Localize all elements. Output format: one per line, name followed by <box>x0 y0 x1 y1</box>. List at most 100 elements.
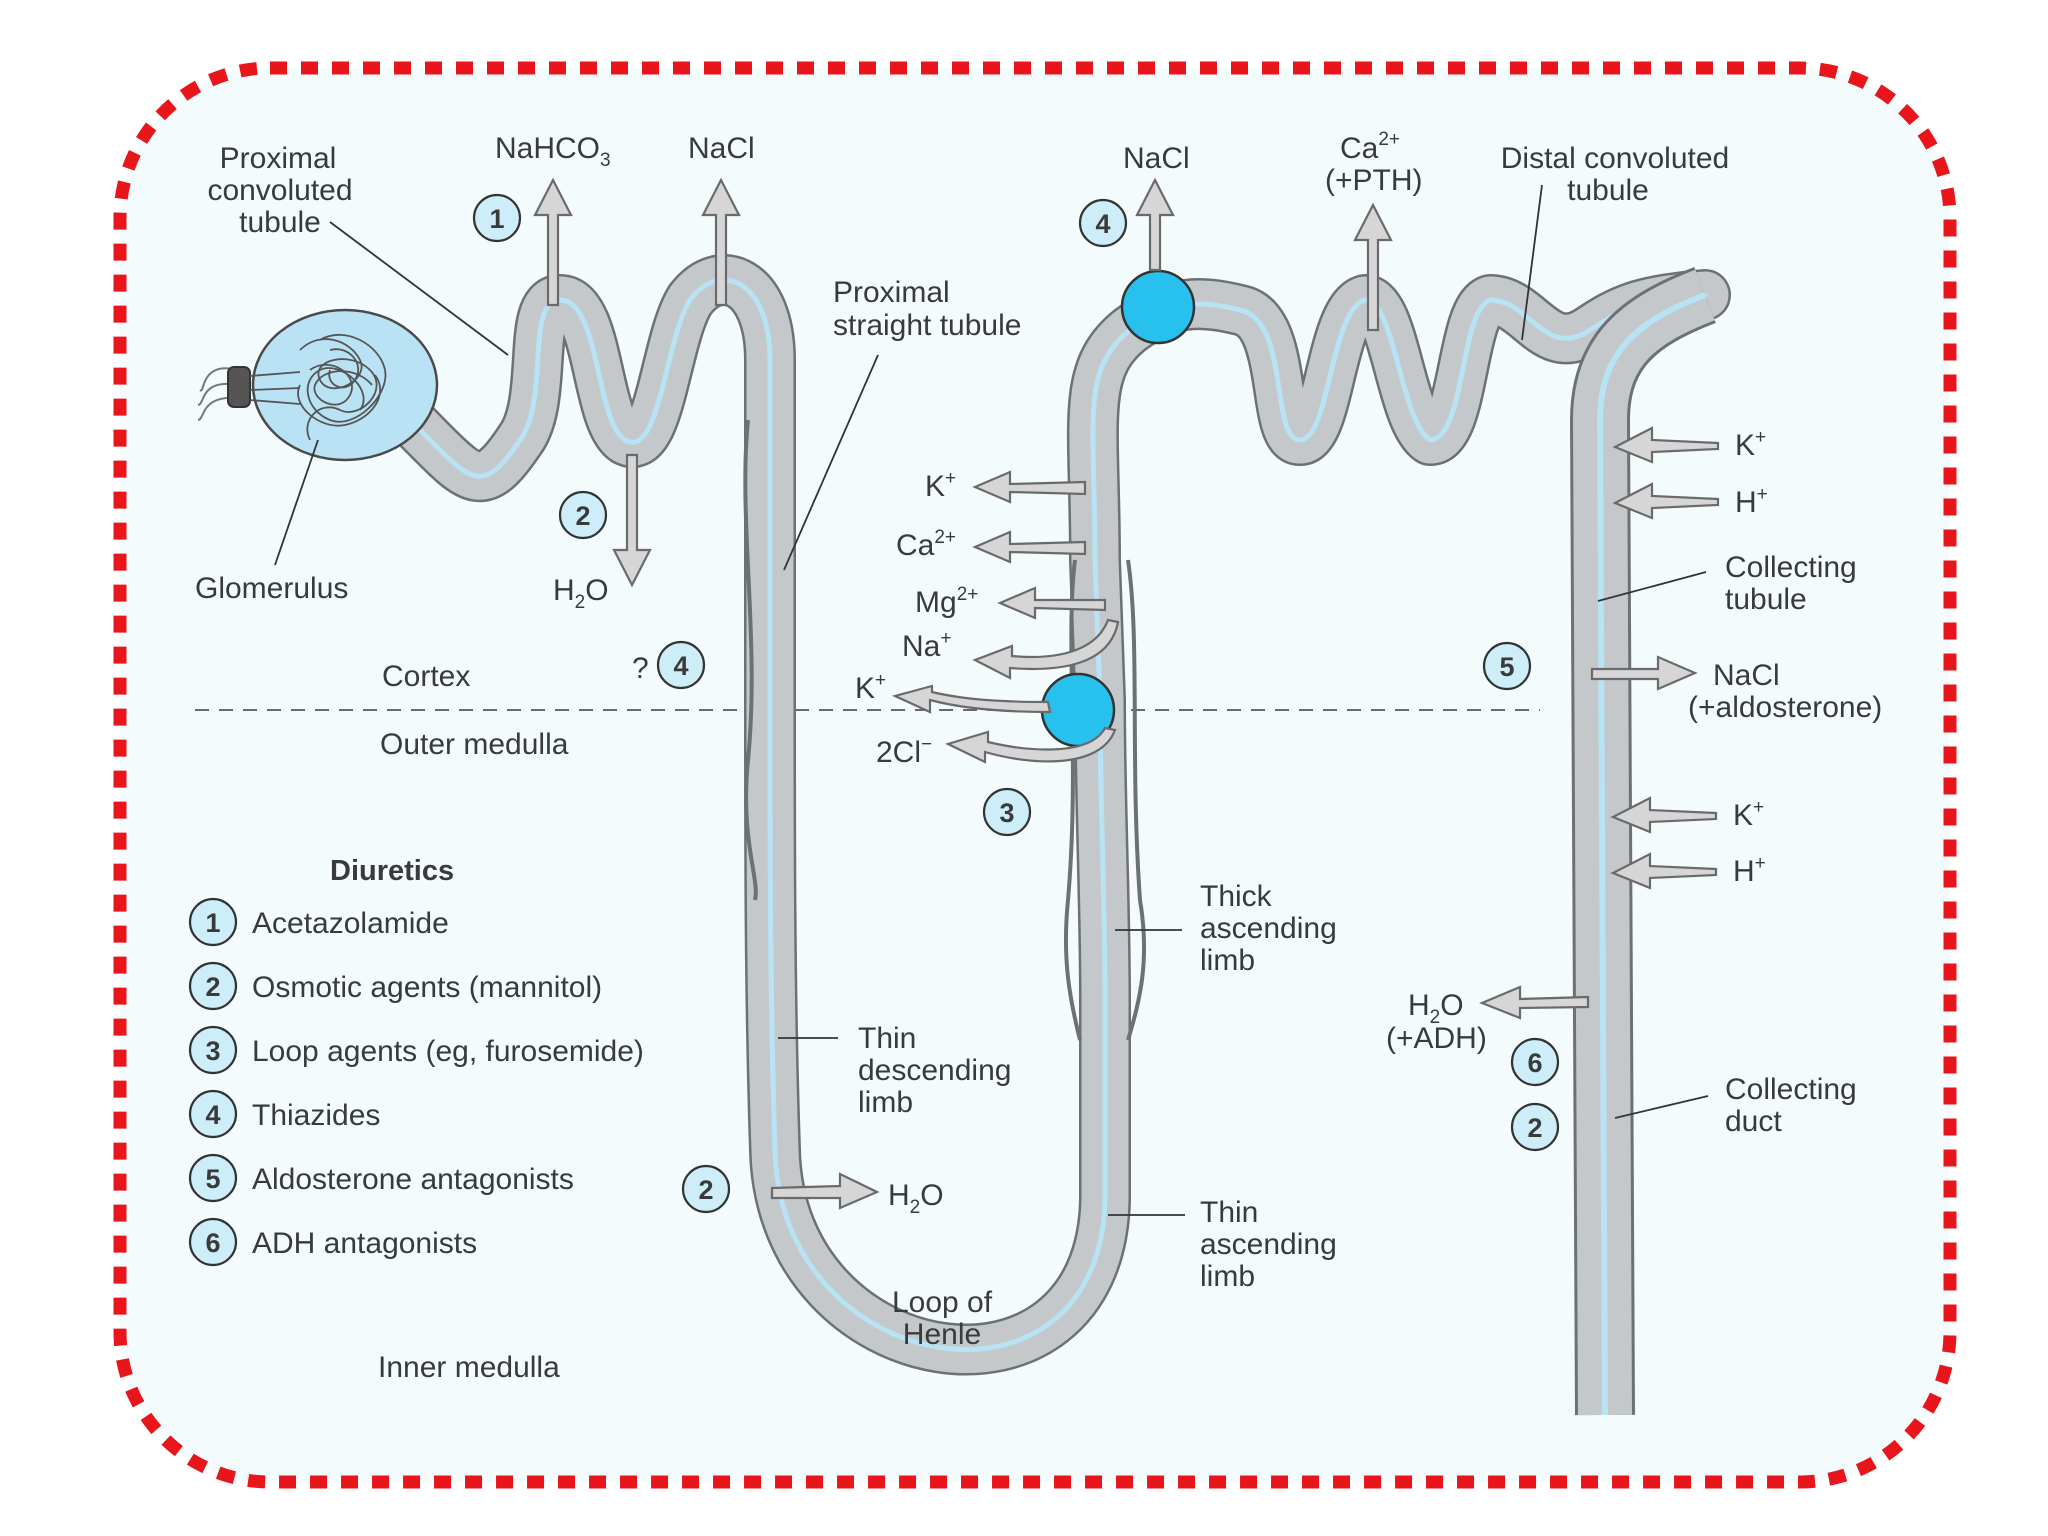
label-thick-ascending-limb: Thick ascending limb <box>1200 880 1337 977</box>
svg-text:straight tubule: straight tubule <box>833 309 1021 342</box>
arrow-h-collect1 <box>1612 482 1720 520</box>
svg-text:1: 1 <box>489 204 504 234</box>
arrow-ca-up <box>1353 202 1393 332</box>
leader-collecting-duct <box>1614 1095 1709 1119</box>
leader-dct <box>1521 184 1543 341</box>
badge-dct-4: 4 <box>1078 198 1128 248</box>
label-k-cotransport: K+ <box>855 670 886 705</box>
label-nacl-top-mid: NaCl <box>1123 142 1190 175</box>
label-h-collect2: H+ <box>1733 853 1766 888</box>
arrow-k-collect1 <box>1612 426 1720 464</box>
label-inner-medulla: Inner medulla <box>378 1351 560 1384</box>
label-nacl-top-left: NaCl <box>688 132 755 165</box>
label-na-cotransport: Na+ <box>902 628 951 663</box>
arrow-nacl-up-left <box>701 177 741 307</box>
badge-tal-3: 3 <box>982 787 1032 837</box>
arrow-nahco3-up <box>533 177 573 307</box>
svg-text:tubule: tubule <box>239 206 321 239</box>
badge-loop-2: 2 <box>681 1164 731 1214</box>
arrow-cl-curved <box>944 726 1117 764</box>
arrow-nacl-aldo-right <box>1590 655 1698 691</box>
svg-text:Thick: Thick <box>1200 880 1273 913</box>
diuretics-legend: Diuretics 1 Acetazolamide 2 Osmotic agen… <box>188 855 644 1267</box>
svg-text:Osmotic agents (mannitol): Osmotic agents (mannitol) <box>252 971 602 1004</box>
svg-text:Collecting: Collecting <box>1725 1073 1857 1106</box>
arrow-h-collect2 <box>1610 852 1718 890</box>
badge-cortex-4: 4 <box>656 640 706 690</box>
legend-item: 4 Thiazides <box>188 1089 380 1139</box>
arrow-h2o-loop-right <box>770 1172 880 1210</box>
label-cl-cotransport: 2Cl− <box>876 734 932 769</box>
label-proximal-straight-tubule: Proximal straight tubule <box>833 276 1021 342</box>
svg-text:2: 2 <box>698 1175 713 1205</box>
svg-text:6: 6 <box>1527 1048 1542 1078</box>
svg-text:(+aldosterone): (+aldosterone) <box>1688 691 1882 724</box>
svg-text:ascending: ascending <box>1200 912 1337 945</box>
svg-text:Collecting: Collecting <box>1725 551 1857 584</box>
svg-text:5: 5 <box>1499 652 1514 682</box>
label-nacl-aldosterone: NaCl (+aldosterone) <box>1688 659 1882 724</box>
svg-text:Loop agents (eg, furosemide): Loop agents (eg, furosemide) <box>252 1035 644 1068</box>
svg-text:Distal convoluted: Distal convoluted <box>1501 142 1729 175</box>
svg-text:5: 5 <box>205 1164 220 1194</box>
label-h-collect1: H+ <box>1735 484 1768 519</box>
svg-text:limb: limb <box>1200 1260 1255 1293</box>
label-nahco3: NaHCO3 <box>495 132 611 171</box>
leader-glomerulus <box>274 439 319 566</box>
badge-ct-5: 5 <box>1482 641 1532 691</box>
svg-text:limb: limb <box>858 1086 913 1119</box>
badge-pct-2: 2 <box>558 490 608 540</box>
svg-text:ADH antagonists: ADH antagonists <box>252 1227 477 1260</box>
svg-text:duct: duct <box>1725 1105 1782 1138</box>
svg-text:Proximal: Proximal <box>220 142 337 175</box>
label-question-mark: ? <box>632 652 649 685</box>
tubule-thickening <box>743 419 1147 1041</box>
collecting-duct-tube <box>1569 267 1717 1416</box>
label-thin-ascending-limb: Thin ascending limb <box>1200 1196 1337 1293</box>
svg-text:3: 3 <box>205 1036 220 1066</box>
svg-text:Henle: Henle <box>903 1318 981 1351</box>
svg-text:Thin: Thin <box>1200 1196 1258 1229</box>
svg-text:2: 2 <box>1527 1113 1542 1143</box>
svg-text:3: 3 <box>999 798 1014 828</box>
svg-text:NaCl: NaCl <box>1713 659 1780 692</box>
arrow-k-collect2 <box>1610 796 1718 834</box>
label-h2o-left: H2O <box>553 574 609 613</box>
legend-item: 1 Acetazolamide <box>188 897 449 947</box>
tubule-proximal-to-loop <box>384 254 1731 1376</box>
svg-text:Aldosterone antagonists: Aldosterone antagonists <box>252 1163 574 1196</box>
label-h2o-loop: H2O <box>888 1179 944 1218</box>
label-k-collect2: K+ <box>1733 797 1764 832</box>
leader-collecting-tubule <box>1597 571 1707 602</box>
label-proximal-convoluted-tubule: Proximal convoluted tubule <box>207 142 352 239</box>
svg-text:Acetazolamide: Acetazolamide <box>252 907 449 940</box>
svg-text:Loop of: Loop of <box>892 1286 993 1319</box>
label-ca-thick: Ca2+ <box>896 527 956 562</box>
arrow-k-curved <box>891 684 1052 714</box>
svg-text:ascending: ascending <box>1200 1228 1337 1261</box>
label-loop-of-henle: Loop of Henle <box>892 1286 993 1351</box>
legend-item: 6 ADH antagonists <box>188 1217 477 1267</box>
legend-title: Diuretics <box>330 855 454 887</box>
label-ca-top: Ca2+ <box>1340 129 1400 165</box>
svg-text:1: 1 <box>205 908 220 938</box>
label-k-thick: K+ <box>925 468 956 503</box>
svg-text:Thiazides: Thiazides <box>252 1099 380 1132</box>
svg-text:descending: descending <box>858 1054 1011 1087</box>
label-k-collect1: K+ <box>1735 427 1766 462</box>
arrow-ca-left <box>972 530 1087 564</box>
arrow-nacl-up-dct <box>1135 177 1175 272</box>
badge-cd-6: 6 <box>1510 1037 1560 1087</box>
glomerulus <box>197 308 439 462</box>
svg-text:2: 2 <box>205 972 220 1002</box>
arrow-h2o-adh-left <box>1479 985 1590 1020</box>
legend-item: 3 Loop agents (eg, furosemide) <box>188 1025 644 1075</box>
legend-item: 2 Osmotic agents (mannitol) <box>188 961 602 1011</box>
label-collecting-duct: Collecting duct <box>1725 1073 1857 1138</box>
label-adh: (+ADH) <box>1386 1022 1487 1055</box>
label-thin-descending-limb: Thin descending limb <box>858 1022 1011 1119</box>
label-pth: (+PTH) <box>1325 164 1423 197</box>
label-mg-thick: Mg2+ <box>915 584 978 619</box>
leader-pct <box>329 221 509 356</box>
